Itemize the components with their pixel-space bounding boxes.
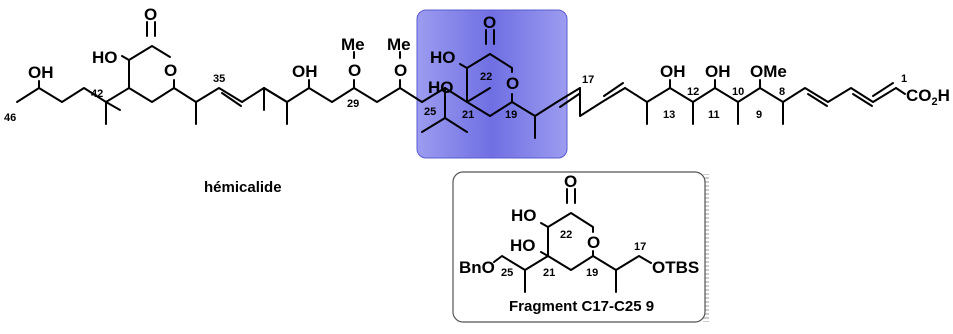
locant-numbers: 1 8 9 10 11 12 13 17 19 21 22 25 29 35 4… — [4, 71, 907, 124]
label-o-c29: O — [348, 61, 361, 80]
fragment-box — [452, 171, 706, 323]
fragment-box-shadow — [703, 174, 709, 322]
locant-9: 9 — [756, 109, 762, 121]
fragment-label-otbs: OTBS — [652, 258, 699, 277]
fragment-panel: HO O O HO BnO OTBS 17 19 21 22 25 Fragme… — [452, 171, 709, 323]
fragment-locant-17: 17 — [634, 241, 646, 253]
label-me-c27: Me — [387, 35, 411, 54]
label-me-c29: Me — [341, 35, 365, 54]
label-oh-c45: OH — [28, 63, 54, 82]
label-oh-c13: OH — [660, 62, 686, 81]
label-o-c22-carbonyl: O — [483, 13, 496, 32]
locant-13: 13 — [663, 109, 675, 121]
locant-8: 8 — [779, 86, 785, 98]
label-o-lactone1-ring: O — [164, 61, 177, 80]
fragment-label-o-ring: O — [587, 233, 600, 252]
fragment-highlight-box — [416, 9, 568, 159]
fragment-label-bno: BnO — [459, 258, 495, 277]
locant-17: 17 — [582, 74, 594, 86]
label-ho-c21: HO — [428, 78, 454, 97]
locant-21: 21 — [462, 109, 474, 121]
fragment-label-ho-top: HO — [511, 206, 537, 225]
fragment-skeleton — [493, 188, 652, 293]
label-oh-c33: OH — [292, 62, 318, 81]
locant-25: 25 — [424, 106, 436, 118]
locant-22: 22 — [480, 71, 492, 83]
fragment-label-ho-mid: HO — [510, 236, 536, 255]
fragment-locant-19: 19 — [586, 267, 598, 279]
locant-11: 11 — [708, 109, 720, 121]
fragment-locant-22: 22 — [560, 229, 572, 241]
fragment-locant-21: 21 — [543, 267, 555, 279]
label-oh-c11: OH — [705, 62, 731, 81]
locant-1: 1 — [901, 73, 907, 85]
fragment-locant-25: 25 — [501, 267, 513, 279]
label-o-c27: O — [394, 61, 407, 80]
compound-name: hémicalide — [204, 179, 282, 196]
label-o-lactone1-carbonyl: O — [144, 5, 157, 24]
locant-19: 19 — [505, 109, 517, 121]
locant-42: 42 — [91, 88, 103, 100]
fragment-caption: Fragment C17-C25 9 — [509, 298, 654, 315]
hemicalide-skeleton — [16, 21, 906, 139]
fragment-label-o-carbonyl: O — [564, 172, 577, 191]
label-ho-c23: HO — [430, 48, 456, 67]
atom-labels: OH HO O O OH Me O Me O HO O O HO OH OH O… — [28, 5, 950, 108]
label-carboxylic-acid: CO2H — [906, 86, 950, 108]
locant-10: 10 — [732, 86, 744, 98]
locant-29: 29 — [347, 98, 359, 110]
label-o-c20-ring: O — [506, 74, 519, 93]
label-ho-c43: HO — [92, 48, 118, 67]
locant-12: 12 — [687, 86, 699, 98]
locant-35: 35 — [213, 73, 225, 85]
locant-46: 46 — [4, 112, 16, 124]
label-ome-c9: OMe — [750, 62, 787, 81]
